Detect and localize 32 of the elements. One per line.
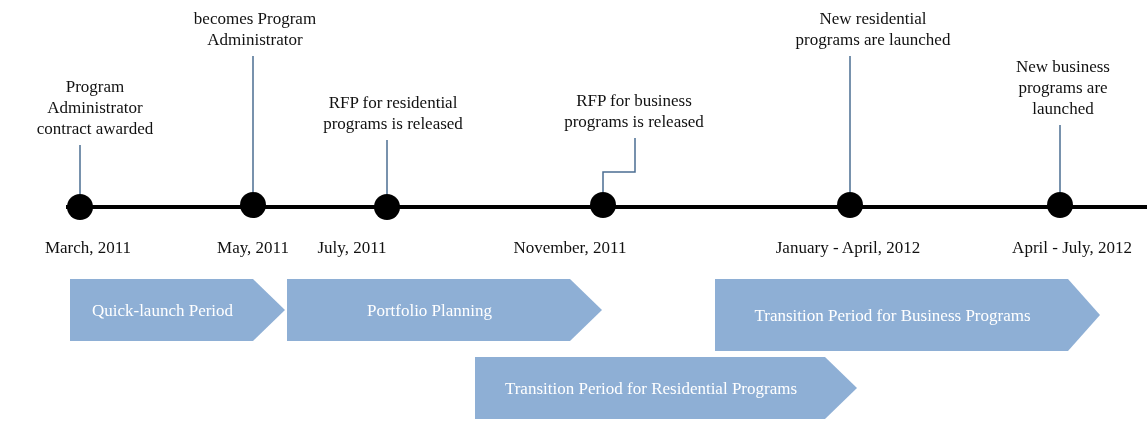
leader-line: [849, 55, 851, 193]
period-band: [70, 279, 285, 341]
date-label: November, 2011: [513, 238, 627, 258]
event-label: Program Administrator contract awarded: [20, 76, 170, 139]
timeline-dot: [1047, 192, 1073, 218]
date-label: March, 2011: [44, 238, 132, 258]
period-band: [475, 357, 857, 419]
leader-line: [252, 55, 254, 193]
timeline-dot: [240, 192, 266, 218]
date-label: April - July, 2012: [1012, 238, 1132, 258]
leader-line: [1059, 124, 1061, 193]
event-label: RFP for residential programs is released: [308, 92, 478, 134]
timeline-dot: [67, 194, 93, 220]
leader-line: [79, 144, 81, 195]
event-label: New business programs are launched: [1003, 56, 1123, 119]
period-band: [715, 279, 1100, 351]
date-label: January - April, 2012: [775, 238, 921, 258]
leader-line: [602, 137, 636, 193]
event-label: New residential programs are launched: [788, 8, 958, 50]
timeline-dot: [374, 194, 400, 220]
event-label: becomes Program Administrator: [190, 8, 320, 50]
date-label: May, 2011: [217, 238, 289, 258]
date-label: July, 2011: [317, 238, 387, 258]
period-band: [287, 279, 602, 341]
period-label: Portfolio Planning: [365, 299, 494, 321]
timeline-dot: [590, 192, 616, 218]
leader-line: [386, 139, 388, 195]
period-label: Quick-launch Period: [90, 299, 235, 321]
period-label: Transition Period for Business Programs: [753, 304, 1032, 326]
timeline-dot: [837, 192, 863, 218]
period-label: Transition Period for Residential Programs: [503, 377, 799, 399]
event-label: RFP for business programs is released: [549, 90, 719, 132]
